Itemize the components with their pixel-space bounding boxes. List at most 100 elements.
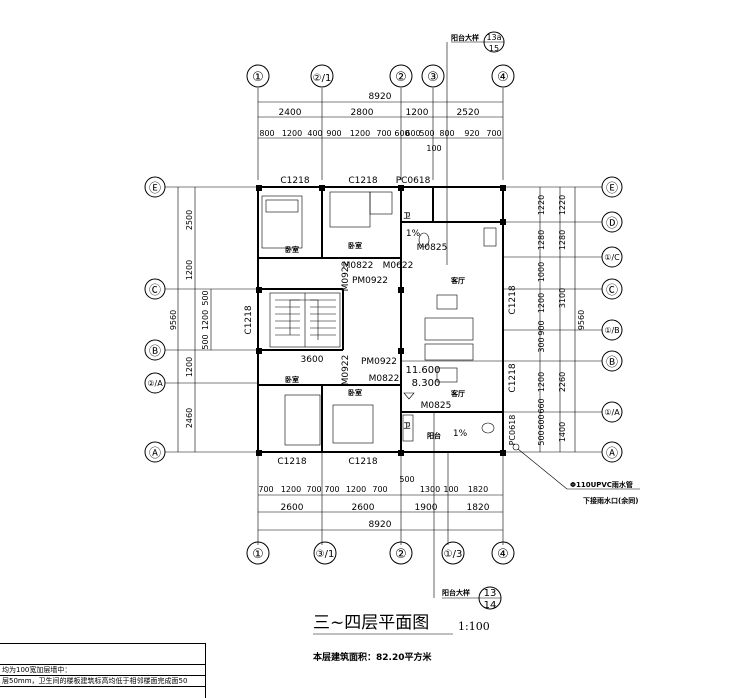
dim-mid: 2600 <box>281 503 304 513</box>
dim-fine: 500 <box>399 475 414 484</box>
dim-fine: 920 <box>464 129 479 138</box>
axis-label: ② <box>395 547 407 562</box>
axis-label: ③ <box>427 70 439 85</box>
door-label: M0825 <box>421 401 452 411</box>
dim-left: 2460 <box>185 408 194 428</box>
dim-left: 500 <box>201 290 210 305</box>
window-label: C1218 <box>348 457 377 467</box>
dim-left: 1200 <box>185 357 194 377</box>
dim-right: 300 <box>537 337 546 352</box>
door-label: PM0922 <box>352 276 388 286</box>
dim-right: 900 <box>537 320 546 335</box>
detail-num: 13 <box>484 588 497 599</box>
axis-label: ①/B <box>604 326 619 335</box>
slope-mark: 1% <box>453 429 468 439</box>
axis-label: Ⓐ <box>149 446 161 460</box>
dim-extra: 100 <box>426 144 441 153</box>
axis-bubbles-top: ① ②/1 ② ③ ④ <box>246 64 515 88</box>
dim-fine: 1820 <box>468 485 488 494</box>
detail-den: 15 <box>489 44 499 53</box>
dim-fine: 900 <box>326 129 341 138</box>
axis-bubbles-right: Ⓔ Ⓓ ①/C Ⓒ ①/B Ⓑ ①/A Ⓐ <box>503 176 623 463</box>
dim-fine: 700 <box>306 485 321 494</box>
dim-right: 500 <box>537 430 546 445</box>
dim-fine: 700 <box>376 129 391 138</box>
dim-left: 1200 <box>185 260 194 280</box>
dim-fine: 700 <box>324 485 339 494</box>
axis-label: ① <box>252 547 264 562</box>
detail-num: 13a <box>486 33 501 42</box>
dim-outer: 9560 <box>169 310 178 330</box>
axis-label: Ⓐ <box>606 446 618 460</box>
axis-label: ③/1 <box>316 549 335 560</box>
detail-label: 阳台大样 <box>451 33 479 42</box>
dim-right: 1400 <box>558 422 567 442</box>
window-label: C1218 <box>508 285 518 314</box>
room-label: 客厅 <box>450 276 465 285</box>
dim-mid: 2800 <box>351 108 374 118</box>
dim-fine: 1200 <box>350 129 370 138</box>
plan-scale: 1:100 <box>458 620 490 633</box>
dim-mid: 2400 <box>279 108 302 118</box>
rain-pipe-callout: Φ110UPVC雨水管 下接雨水口(余同) <box>512 443 640 505</box>
axis-label: ②/A <box>147 379 163 388</box>
dim-right: 1280 <box>558 230 567 250</box>
room-label: 客厅 <box>450 389 465 398</box>
detail-den: 14 <box>484 600 497 611</box>
level-mark: 8.300 <box>412 378 441 389</box>
annotations: 3600 11.600 8.300 1% 1% <box>301 229 468 439</box>
axis-label: ①/A <box>604 408 620 417</box>
dim-fine: 1200 <box>282 129 302 138</box>
room-label: 卧室 <box>285 245 299 254</box>
axis-label: ①/3 <box>444 549 463 560</box>
room-label: 卫 <box>404 422 411 430</box>
balcony-detail-ref-bottom: 阳台大样 13 14 <box>433 412 502 611</box>
axis-label: Ⓑ <box>149 344 161 358</box>
window-label: PC0618 <box>508 415 517 446</box>
window-label: C1218 <box>508 363 518 392</box>
door-label: M0622 <box>383 261 414 271</box>
dim-left: 500 <box>201 334 210 349</box>
window-label: PC0618 <box>396 176 431 186</box>
window-label: C1218 <box>280 176 309 186</box>
axis-label: Ⓒ <box>606 283 618 297</box>
note-line: 层50mm，卫生间的楼板建筑标高均低于相邻楼面完成面50 <box>0 676 205 687</box>
axis-label: ④ <box>497 547 509 562</box>
window-label: C1218 <box>348 176 377 186</box>
dim-fine: 1200 <box>281 485 301 494</box>
dim-left: 2500 <box>185 210 194 230</box>
walls <box>256 185 506 456</box>
dimensions-bottom: 700 1200 700 700 1200 700 500 1300 100 1… <box>257 452 504 545</box>
dim-fine: 700 <box>258 485 273 494</box>
dim-right: 2260 <box>558 372 567 392</box>
dim-mid: 1200 <box>406 108 429 118</box>
door-label: M0922 <box>341 261 351 292</box>
dim-right: 600 <box>537 414 546 429</box>
door-labels: M0822 M0622 M0825 M0922 PM0922 PM0922 M0… <box>341 243 451 411</box>
axis-label: ④ <box>497 70 509 85</box>
axis-label: ② <box>395 70 407 85</box>
dim-left: 1200 <box>201 310 210 330</box>
axis-bubbles-left: Ⓔ Ⓒ Ⓑ ②/A Ⓐ <box>144 176 258 463</box>
window-label: C1218 <box>277 457 306 467</box>
dim-fine: 1300 <box>420 485 440 494</box>
axis-label: Ⓔ <box>149 181 161 195</box>
dim-right: 1000 <box>537 262 546 282</box>
dim-fine: 100 <box>443 485 458 494</box>
axis-label: ① <box>252 70 264 85</box>
plan-title-block: 三~四层平面图 1:100 本层建筑面积：82.20平方米 <box>313 613 490 663</box>
rain-pipe-text: Φ110UPVC雨水管 <box>570 480 633 489</box>
room-label: 卫 <box>404 212 411 220</box>
dim-fine: 700 <box>486 129 501 138</box>
axis-label: ②/1 <box>313 73 332 84</box>
stair-dim: 3600 <box>301 355 324 365</box>
dimensions-top: 8920 2400 2800 1200 2520 800 1200 400 90… <box>257 88 504 180</box>
axis-label: Ⓓ <box>606 216 618 230</box>
plan-title: 三~四层平面图 <box>313 613 429 633</box>
axis-label: ①/C <box>604 253 620 262</box>
dim-fine: 500 <box>419 129 434 138</box>
room-label: 卧室 <box>285 375 299 384</box>
door-label: M0825 <box>417 243 448 253</box>
dim-fine: 400 <box>307 129 322 138</box>
